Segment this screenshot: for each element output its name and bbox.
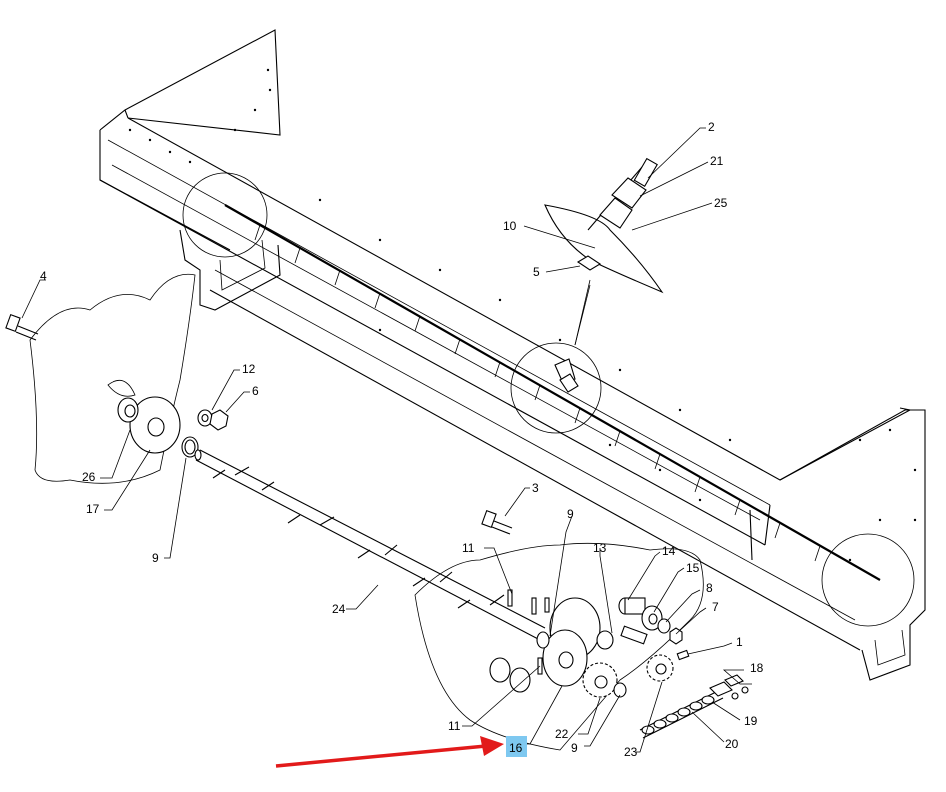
callout-4: 4: [40, 269, 47, 283]
callout-8: 8: [706, 581, 713, 595]
callout-7: 7: [712, 600, 719, 614]
callout-18: 18: [750, 661, 764, 675]
internal-shaft: [224, 204, 881, 581]
detail-circle-left: [182, 172, 268, 258]
callout-1: 1: [736, 635, 743, 649]
callout-24: 24: [332, 602, 346, 616]
callout-11-upper: 11: [462, 541, 475, 555]
tine-detail: [544, 157, 664, 393]
callout-9-upper: 9: [567, 507, 574, 521]
callout-26: 26: [82, 470, 96, 484]
callout-12: 12: [242, 362, 256, 376]
callout-16-highlight: [506, 736, 527, 757]
pointer-arrow: [275, 736, 504, 768]
callout-9-left: 9: [152, 551, 159, 565]
callout-11-lower: 11: [448, 719, 461, 733]
callout-23: 23: [624, 745, 638, 759]
callout-10: 10: [503, 219, 517, 233]
callout-15: 15: [686, 561, 700, 575]
callout-numbers: 2 21 25 10 5 4 12 6 26 17 9 3 9 13 14 15…: [40, 120, 764, 759]
callout-21: 21: [710, 154, 724, 168]
housing-frame: [99, 29, 926, 681]
callout-14: 14: [662, 544, 676, 558]
drive-assembly: [414, 510, 749, 751]
callout-22: 22: [555, 727, 569, 741]
detail-circle-center: [510, 342, 602, 434]
housing-bolt-holes: [128, 68, 917, 562]
shaft-24: [194, 449, 546, 641]
callout-9-lower: 9: [571, 741, 578, 755]
callout-17: 17: [86, 502, 100, 516]
callout-3: 3: [532, 481, 539, 495]
callout-2: 2: [708, 120, 715, 134]
callout-25: 25: [714, 196, 728, 210]
callout-5: 5: [533, 265, 540, 279]
detail-circle-right: [821, 533, 915, 627]
callout-16: 16: [509, 741, 523, 755]
callout-19: 19: [744, 714, 758, 728]
leader-lines: [21, 127, 752, 753]
left-bearing-assembly: [5, 273, 229, 484]
callout-20: 20: [725, 737, 739, 751]
chain-20: [639, 689, 724, 739]
callout-6: 6: [252, 384, 259, 398]
callout-13: 13: [593, 541, 607, 555]
